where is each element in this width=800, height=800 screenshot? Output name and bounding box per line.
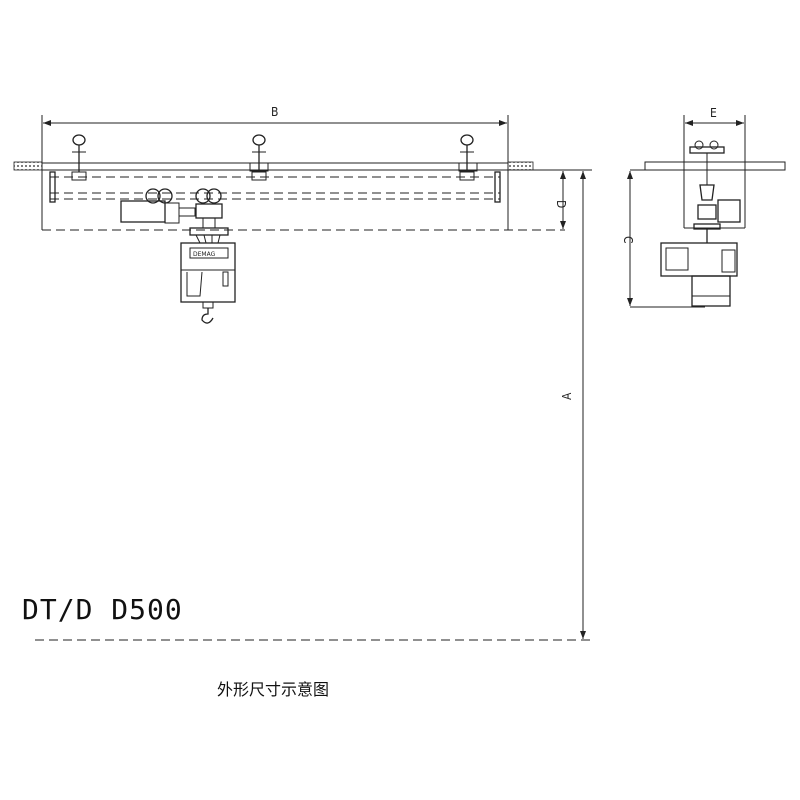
drawing-caption: 外形尺寸示意图 <box>217 680 330 699</box>
end-stop-right <box>494 171 501 203</box>
dimension-a-label: A <box>560 392 574 400</box>
trolley <box>120 188 229 244</box>
hook-icon <box>201 308 214 324</box>
rail-beam <box>41 162 509 171</box>
dimension-b-label: B <box>271 105 278 119</box>
suspension-right <box>458 134 478 181</box>
dimension-d-label: D <box>554 200 568 208</box>
suspension-left <box>71 134 87 181</box>
hoist: DEMAG <box>180 242 236 324</box>
side-view: E C <box>621 106 786 308</box>
suspension-middle <box>249 134 269 181</box>
front-view: B <box>13 105 592 641</box>
dimension-c-label: C <box>621 236 635 244</box>
end-stop-left <box>49 171 56 203</box>
side-travel-motor <box>717 199 741 223</box>
model-title: DT/D D500 <box>22 593 183 626</box>
hoist-logo: DEMAG <box>193 251 216 258</box>
ceiling-left <box>13 161 43 171</box>
ceiling-right <box>507 161 534 171</box>
dimension-e-label: E <box>710 106 717 120</box>
travel-motor <box>120 200 166 223</box>
